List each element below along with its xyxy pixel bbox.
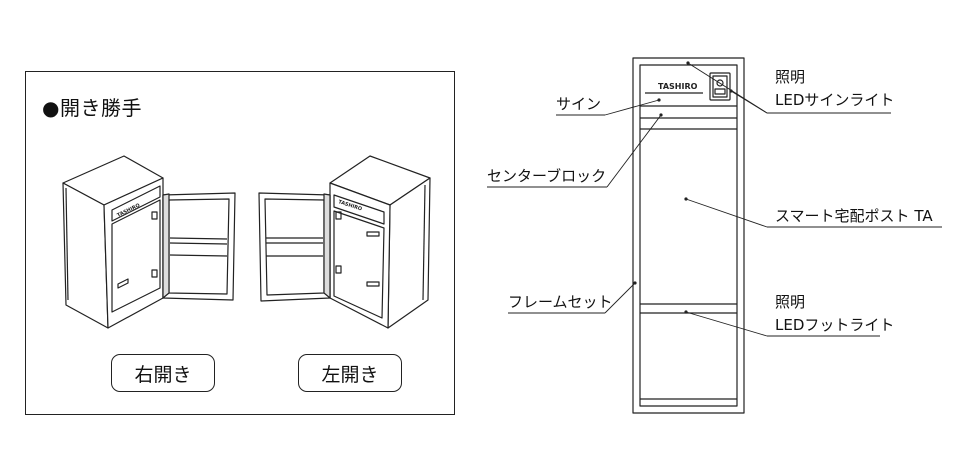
label-center-block: センターブロック [487,167,607,185]
label-led-foot-light: LEDフットライト [775,316,895,334]
label-frame-set: フレームセット [508,293,613,311]
label-led-sign-light: LEDサインライト [775,91,895,109]
left-opening-cabinet-illustration: TASHIRO [258,155,431,329]
opening-direction-panel: ●開き勝手 右開き 左開き [25,71,455,415]
leader-lines [487,62,942,337]
right-opening-button[interactable]: 右開き [111,354,215,392]
left-opening-button[interactable]: 左開き [298,354,402,392]
right-opening-cabinet-illustration: TASHIRO [62,155,236,329]
opening-direction-title: ●開き勝手 [42,96,142,120]
smart-post-front-view [632,57,745,414]
label-lighting-top: 照明 [775,68,806,86]
label-smart-post: スマート宅配ポスト TA [775,207,933,225]
label-lighting-bottom: 照明 [775,293,806,311]
label-sign: サイン [556,95,602,113]
front-brand-text: TASHIRO [658,82,698,91]
